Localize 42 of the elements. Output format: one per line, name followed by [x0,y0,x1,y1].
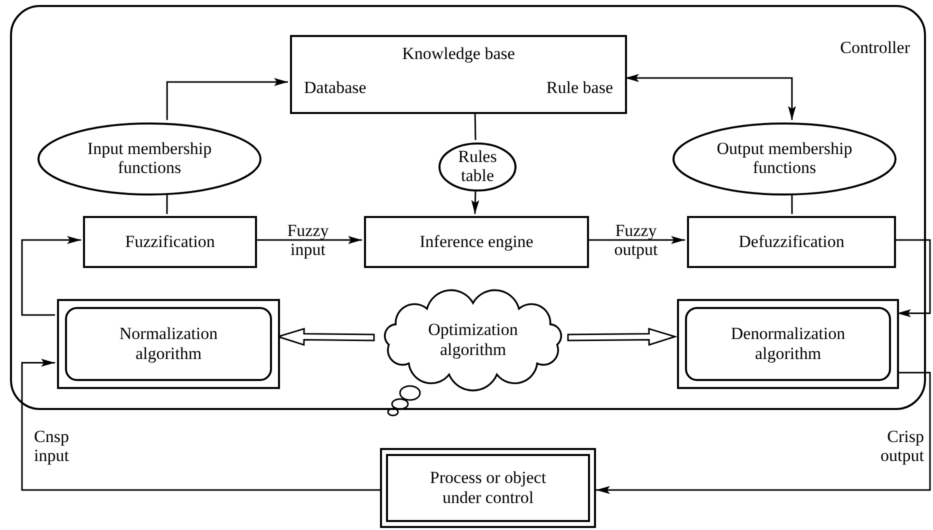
arrow [894,239,931,318]
connector-line [791,194,793,214]
node-text: Fuzzification [125,231,215,254]
node-text: Optimization algorithm [427,320,519,360]
ellipse-node [37,122,262,196]
process-box [364,216,589,268]
node-text: Denormalization algorithm [730,324,846,364]
controller-label: Controller [840,37,910,59]
process-box [83,216,257,268]
arrow [21,358,380,491]
process-box [687,216,896,268]
arrow [471,190,480,214]
hollow-arrow [567,328,678,346]
edge-label: Crisp output [880,428,924,466]
arrow [625,74,796,120]
algorithm-box [57,299,280,389]
node-text: Rules table [457,148,498,186]
node-text: Output membership functions [716,140,854,178]
node-text: Process or object under control [428,468,548,508]
edge-label: Cnsp input [34,428,70,466]
edge-label: Fuzzy input [286,222,330,260]
node-text: Inference engine [420,231,534,254]
box-title: Knowledge base [402,43,515,65]
box-section-label: Database [304,76,366,98]
arrow [596,372,931,494]
connector-line [166,194,168,214]
edge-label: Fuzzy output [613,222,659,260]
algorithm-box [677,299,899,389]
node-text: Defuzzification [738,231,844,254]
arrow [587,236,685,244]
arrow [166,78,288,120]
process-box [380,448,596,528]
node-text: Normalization algorithm [118,324,219,364]
node-text: Input membership functions [86,140,213,178]
controller-frame [10,5,926,410]
arrow [21,236,81,316]
knowledge-base-box [290,35,627,114]
connector-line [474,112,476,140]
arrow [255,236,362,244]
box-section-label: Rule base [546,76,613,98]
ellipse-node [438,142,517,192]
ellipse-node [672,122,897,196]
